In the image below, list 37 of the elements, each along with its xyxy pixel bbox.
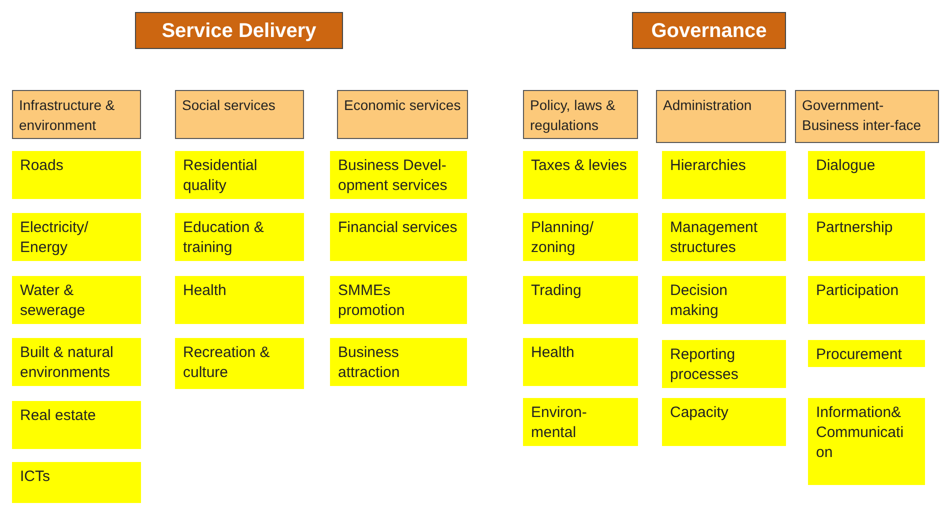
topic-box: Hierarchies — [662, 151, 786, 199]
section-heading: Service Delivery — [135, 12, 343, 49]
topic-box: Environ- mental — [523, 398, 638, 446]
topic-box: Taxes & levies — [523, 151, 638, 199]
topic-box: Education & training — [175, 213, 304, 261]
topic-box: Financial services — [330, 213, 467, 261]
category-header: Policy, laws & regulations — [523, 90, 638, 139]
topic-box: Decision making — [662, 276, 786, 324]
topic-box: Electricity/ Energy — [12, 213, 141, 261]
category-header: Administration — [656, 90, 786, 143]
topic-box: Real estate — [12, 401, 141, 449]
topic-box: Participation — [808, 276, 925, 324]
topic-box: Capacity — [662, 398, 786, 446]
topic-box: Recreation & culture — [175, 338, 304, 389]
topic-box: Procurement — [808, 340, 925, 367]
topic-box: Health — [523, 338, 638, 386]
topic-box: Partnership — [808, 213, 925, 261]
category-header: Economic services — [337, 90, 468, 139]
topic-box: Trading — [523, 276, 638, 324]
topic-box: Business Devel- opment services — [330, 151, 467, 199]
category-header: Government- Business inter-face — [795, 90, 939, 143]
topic-box: Residential quality — [175, 151, 304, 199]
topic-box: Dialogue — [808, 151, 925, 199]
section-heading: Governance — [632, 12, 786, 49]
category-header: Infrastructure & environment — [12, 90, 141, 139]
topic-box: Water & sewerage — [12, 276, 141, 324]
topic-box: Roads — [12, 151, 141, 199]
topic-box: Reporting processes — [662, 340, 786, 388]
topic-box: Information& Communicati on — [808, 398, 925, 485]
topic-box: ICTs — [12, 462, 141, 503]
topic-box: Built & natural environments — [12, 338, 141, 386]
topic-box: SMMEs promotion — [330, 276, 467, 324]
topic-box: Planning/ zoning — [523, 213, 638, 261]
topic-box: Management structures — [662, 213, 786, 261]
category-header: Social services — [175, 90, 304, 139]
topic-box: Business attraction — [330, 338, 467, 386]
topic-box: Health — [175, 276, 304, 324]
